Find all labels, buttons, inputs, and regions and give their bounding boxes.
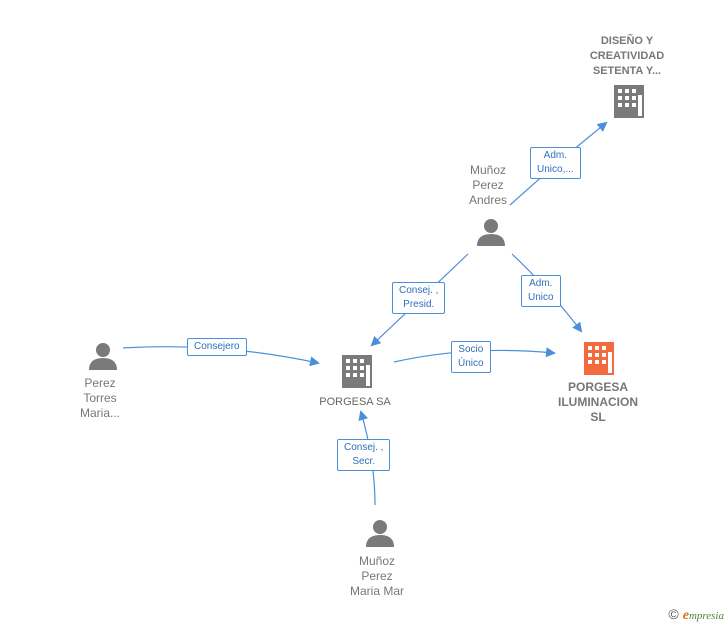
person-icon[interactable] (366, 520, 394, 547)
person-icon[interactable] (89, 343, 117, 370)
node-label-porgesa[interactable]: PORGESA SA (319, 396, 391, 408)
node-label-andres[interactable]: Muñoz Perez Andres (468, 163, 508, 207)
edge-label-adm-unico-diseno[interactable]: Adm. Unico,... (530, 147, 581, 179)
node-label-iluminacion[interactable]: PORGESA ILUMINACION SL (558, 380, 638, 424)
node-label-perez-torres[interactable]: Perez Torres Maria... (79, 376, 120, 420)
edge-label-adm-unico-iluminacion[interactable]: Adm. Unico (521, 275, 561, 307)
edge-label-socio-unico[interactable]: Socio Único (451, 341, 491, 373)
building-icon[interactable] (584, 342, 614, 375)
building-icon[interactable] (614, 85, 644, 118)
brand-initial: e (682, 608, 689, 623)
person-icon[interactable] (477, 219, 505, 246)
node-label-maria-mar[interactable]: Muñoz Perez Maria Mar (349, 554, 404, 598)
edge-label-consejero[interactable]: Consejero (187, 338, 247, 356)
edge-label-consej-secr[interactable]: Consej. , Secr. (337, 439, 391, 471)
edge-label-consej-presid[interactable]: Consej. , Presid. (392, 282, 446, 314)
brand-logo: ©empresia (668, 606, 724, 624)
building-icon[interactable] (342, 355, 372, 388)
node-label-diseno[interactable]: DISEÑO Y CREATIVIDAD SETENTA Y... (589, 35, 665, 77)
copyright-symbol: © (668, 606, 679, 622)
brand-name: mpresia (688, 610, 724, 622)
